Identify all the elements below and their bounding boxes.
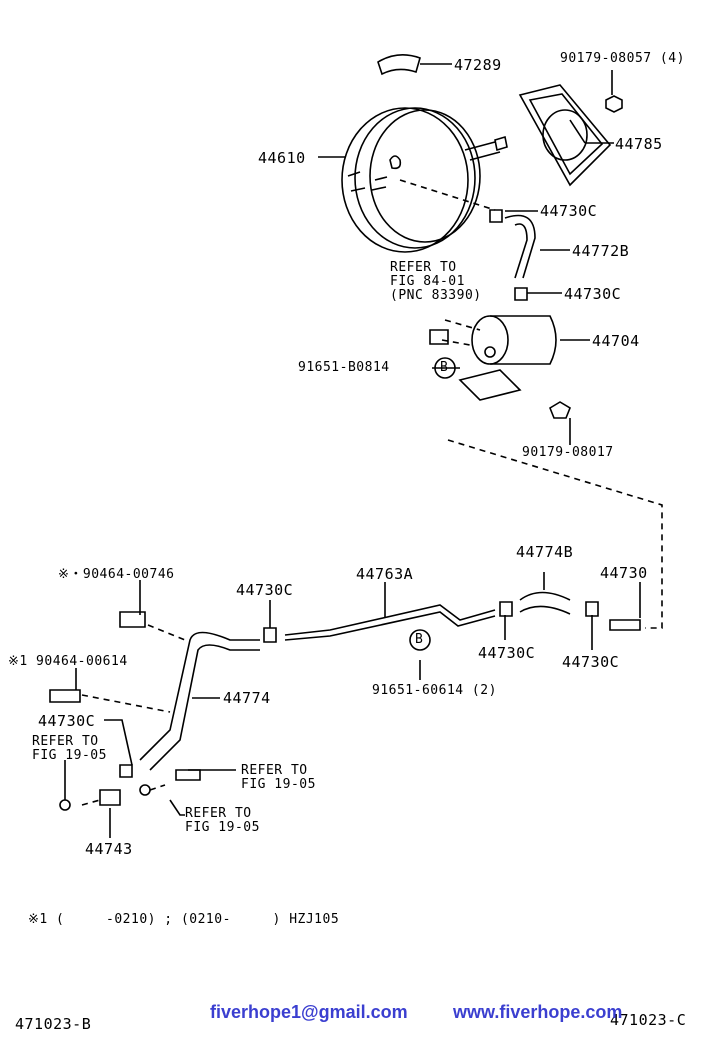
- refer-text: REFER TO: [241, 763, 308, 778]
- label-44730c: 44730C: [236, 581, 294, 599]
- refer-text: (PNC 83390): [390, 288, 482, 303]
- label-44704: 44704: [592, 332, 640, 350]
- vacuum-tank-44704: [429, 315, 557, 401]
- diagram-code-left: 471023-B: [15, 1015, 92, 1033]
- refer-text: FIG 19-05: [185, 820, 260, 835]
- label-44730c: 44730C: [562, 653, 620, 671]
- label-44763a: 44763A: [356, 565, 414, 583]
- pipe-44763a-2: [284, 611, 496, 641]
- check-valve-44730: [609, 619, 641, 631]
- label-44730c: 44730C: [564, 285, 622, 303]
- label-91651-b0814: 91651-B0814: [298, 360, 390, 375]
- footnote: ※1 ( -0210) ; (0210- ) HZJ105: [28, 912, 340, 927]
- clip: [49, 601, 599, 806]
- refer-text: FIG 84-01: [390, 274, 465, 289]
- refer-text: REFER TO: [185, 806, 252, 821]
- hose-44774: [139, 631, 260, 771]
- badge-circle: [434, 357, 456, 379]
- brake-booster-44610: [341, 107, 508, 253]
- hose-44772b: [504, 214, 536, 279]
- label-44730c: 44730C: [540, 202, 598, 220]
- watermark-email: fiverhope1@gmail.com: [210, 1002, 408, 1022]
- clamp: [489, 209, 528, 301]
- hose-44774b: [519, 591, 571, 615]
- badge-circle: [409, 629, 431, 651]
- label-47289: 47289: [454, 56, 502, 74]
- refer-text: FIG 19-05: [241, 777, 316, 792]
- badge-b: B: [440, 360, 449, 375]
- label-44774: 44774: [223, 689, 271, 707]
- refer-text: REFER TO: [32, 734, 99, 749]
- refer-text: FIG 19-05: [32, 748, 107, 763]
- label-44743: 44743: [85, 840, 133, 858]
- refer-text: REFER TO: [390, 260, 457, 275]
- watermark-site: www.fiverhope.com: [453, 1002, 623, 1022]
- label-44730c: 44730C: [38, 712, 96, 730]
- badge-b: B: [415, 632, 424, 647]
- leader-lines: [64, 63, 641, 838]
- label-44785: 44785: [615, 135, 663, 153]
- label-44730c: 44730C: [478, 644, 536, 662]
- label-44772b: 44772B: [572, 242, 630, 260]
- dashed-lines: [81, 179, 663, 806]
- nut: [605, 95, 623, 113]
- clip-90179-08017: [549, 401, 571, 419]
- label-90179-08057: 90179-08057 (4): [560, 51, 685, 66]
- label-90179-08017: 90179-08017: [522, 445, 614, 460]
- label-44610: 44610: [258, 149, 306, 167]
- diagram-code-right: 471023-C: [610, 1011, 687, 1029]
- label-44774b: 44774B: [516, 543, 574, 561]
- label-91651-60614: 91651-60614 (2): [372, 683, 497, 698]
- label-90464-00614: ※1 90464-00614: [8, 654, 128, 669]
- label-44730: 44730: [600, 564, 648, 582]
- gasket-44785: [518, 84, 612, 187]
- seal-47289: [377, 54, 421, 76]
- label-90464-00746: ※・90464-00746: [58, 567, 175, 582]
- pipe-44763a: [284, 604, 496, 636]
